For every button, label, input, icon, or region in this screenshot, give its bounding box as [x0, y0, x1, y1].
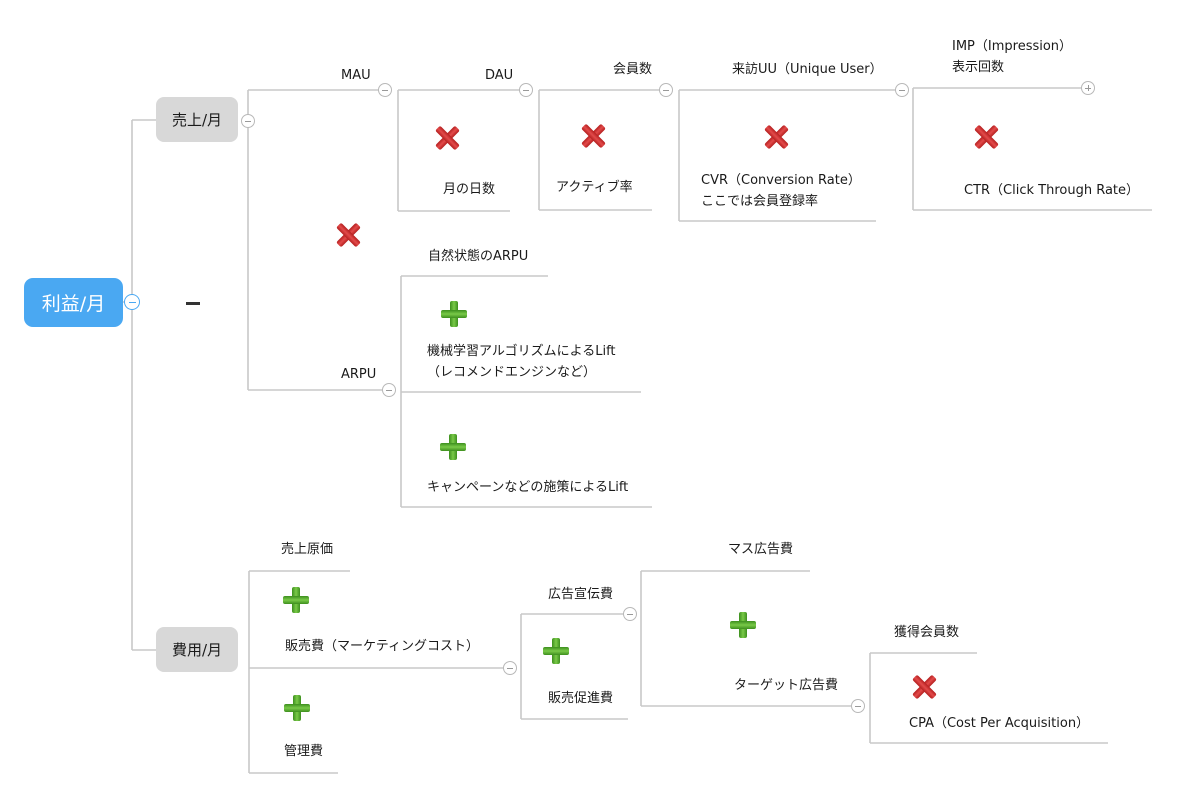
plus-operator-icon: [730, 612, 756, 638]
cost-node[interactable]: 費用/月: [156, 627, 238, 672]
mau-label: MAU: [341, 68, 371, 83]
active-rate-label: アクティブ率: [556, 180, 633, 195]
plus-operator-icon: [284, 695, 310, 721]
campaign-lift-label: キャンペーンなどの施策によるLift: [427, 480, 629, 495]
arpu-collapse-toggle[interactable]: [382, 383, 396, 397]
sales-cost-label: 販売費（マーケティングコスト）: [285, 639, 479, 654]
days-label: 月の日数: [443, 182, 496, 197]
times-operator-icon: [335, 222, 361, 248]
imp-label-line2: 表示回数: [952, 60, 1005, 75]
plus-operator-icon: [283, 587, 309, 613]
root-node-label: 利益/月: [41, 293, 106, 315]
dau-label: DAU: [485, 68, 514, 83]
visits-label: 来訪UU（Unique User）: [732, 62, 883, 77]
cvr-label-line2: ここでは会員登録率: [701, 194, 819, 209]
ml-lift-label-line1: 機械学習アルゴリズムによるLift: [427, 344, 616, 359]
ad-cost-label: 広告宣伝費: [548, 587, 614, 602]
times-operator-icon: [580, 123, 606, 149]
ctr-label: CTR（Click Through Rate）: [964, 183, 1140, 198]
natural-arpu-label: 自然状態のARPU: [428, 249, 529, 264]
root-node-profit[interactable]: 利益/月: [24, 278, 123, 327]
imp-label-line1: IMP（Impression）: [952, 39, 1073, 54]
arpu-label: ARPU: [341, 367, 377, 382]
revenue-node-label: 売上/月: [171, 111, 223, 129]
minus-operator: [186, 302, 200, 305]
times-operator-icon: [763, 124, 789, 150]
times-operator-icon: [911, 674, 937, 700]
cogs-label: 売上原価: [281, 542, 334, 557]
visits-collapse-toggle[interactable]: [895, 83, 909, 97]
mau-collapse-toggle[interactable]: [378, 83, 392, 97]
plus-operator-icon: [543, 638, 569, 664]
plus-operator-icon: [441, 301, 467, 327]
times-operator-icon: [973, 124, 999, 150]
ml-lift-label-line2: （レコメンドエンジンなど）: [427, 365, 597, 380]
imp-expand-toggle[interactable]: [1081, 81, 1095, 95]
ad-cost-collapse-toggle[interactable]: [623, 607, 637, 621]
members-label: 会員数: [613, 62, 653, 77]
revenue-node[interactable]: 売上/月: [156, 97, 238, 142]
sales-cost-collapse-toggle[interactable]: [503, 661, 517, 675]
revenue-collapse-toggle[interactable]: [241, 114, 255, 128]
cvr-label-line1: CVR（Conversion Rate）: [701, 173, 861, 188]
cpa-label: CPA（Cost Per Acquisition）: [909, 716, 1090, 731]
root-collapse-toggle[interactable]: [124, 294, 140, 310]
times-operator-icon: [434, 125, 460, 151]
target-ad-collapse-toggle[interactable]: [851, 699, 865, 713]
promo-cost-label: 販売促進費: [548, 691, 614, 706]
mass-ad-label: マス広告費: [728, 542, 794, 557]
target-ad-label: ターゲット広告費: [734, 678, 839, 693]
cost-node-label: 費用/月: [171, 641, 223, 659]
admin-cost-label: 管理費: [284, 744, 324, 759]
dau-collapse-toggle[interactable]: [519, 83, 533, 97]
members-collapse-toggle[interactable]: [659, 83, 673, 97]
plus-operator-icon: [440, 434, 466, 460]
acquired-members-label: 獲得会員数: [894, 625, 960, 640]
